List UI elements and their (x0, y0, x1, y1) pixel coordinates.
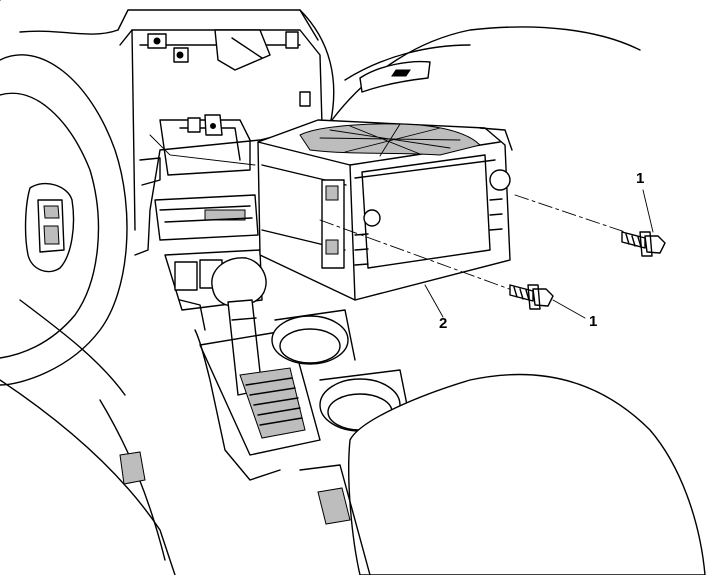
callout-radio-unit: 2 (439, 315, 448, 332)
radio-cavity (119, 29, 323, 256)
radio-unit (257, 119, 513, 301)
center-console (164, 249, 321, 481)
alignment-lines (149, 134, 626, 291)
dashboard-outline (0, 0, 641, 575)
fastener-lower (509, 284, 554, 310)
callout-fastener-lower: 1 (589, 313, 598, 330)
steering-wheel (0, 54, 128, 386)
fastener-upper (621, 231, 666, 257)
armrest (119, 373, 706, 575)
leader-lines (424, 189, 654, 319)
callout-fastener-upper: 1 (636, 170, 645, 187)
